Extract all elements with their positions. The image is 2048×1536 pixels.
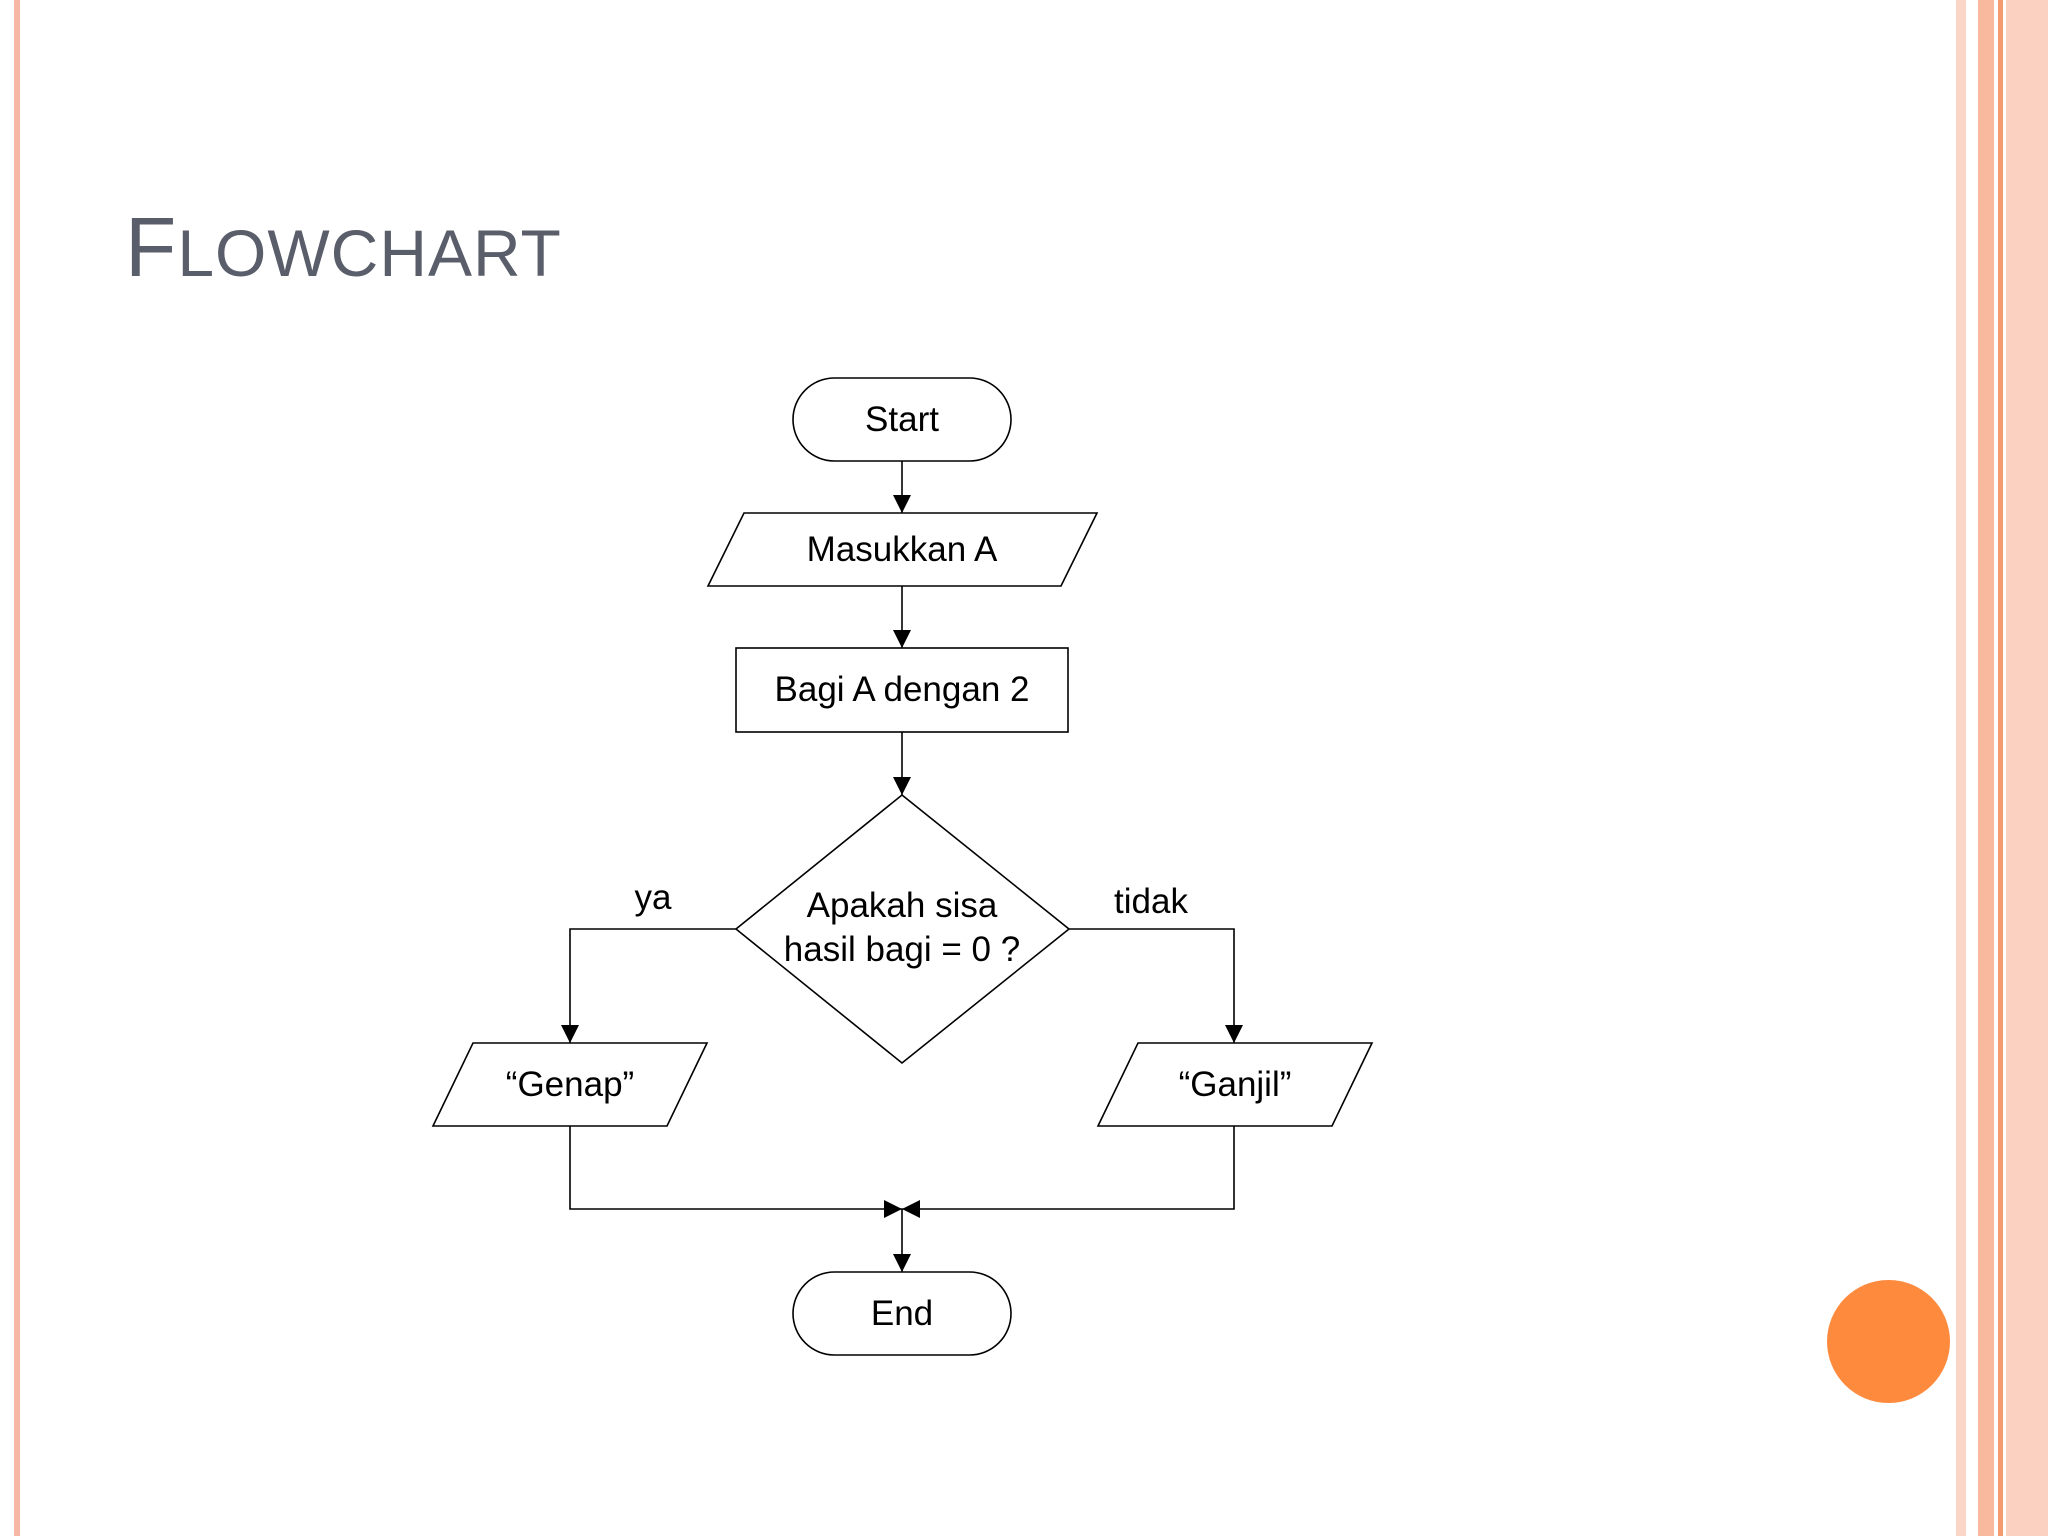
- right-border-stripe-3: [1998, 0, 2003, 1536]
- output-genap-parallelogram: [431, 1042, 709, 1127]
- output-ganjil-parallelogram: [1096, 1042, 1374, 1127]
- output-genap-label: “Genap”: [506, 1065, 634, 1104]
- connector-decision-yes: [561, 928, 736, 1043]
- right-border-stripe-4: [2006, 0, 2048, 1536]
- title-rest: LOWCHART: [177, 216, 562, 290]
- right-border-stripe-1: [1956, 0, 1966, 1536]
- decision-diamond: [734, 793, 1071, 1065]
- yes-branch-label: ya: [635, 878, 673, 917]
- process-label: Bagi A dengan 2: [775, 670, 1030, 709]
- start-label: Start: [865, 400, 939, 439]
- input-label: Masukkan A: [807, 530, 998, 569]
- connector-genap-merge: [569, 1126, 902, 1218]
- input-parallelogram: [706, 512, 1099, 587]
- decision-label-line2: hasil bagi = 0 ?: [784, 930, 1020, 969]
- right-border-stripe-2: [1978, 0, 1994, 1536]
- accent-dot: [1827, 1280, 1950, 1403]
- decision-label-line1: Apakah sisa: [807, 886, 998, 925]
- process-box: [735, 647, 1069, 733]
- left-border-stripe: [14, 0, 20, 1536]
- end-label: End: [871, 1294, 933, 1333]
- title-first-letter: F: [125, 200, 178, 294]
- output-ganjil-label: “Ganjil”: [1179, 1065, 1292, 1104]
- connector-decision-no: [1069, 928, 1243, 1043]
- no-branch-label: tidak: [1114, 882, 1188, 921]
- page-title: FLOWCHART: [125, 205, 562, 289]
- connector-ganjil-merge: [902, 1126, 1235, 1218]
